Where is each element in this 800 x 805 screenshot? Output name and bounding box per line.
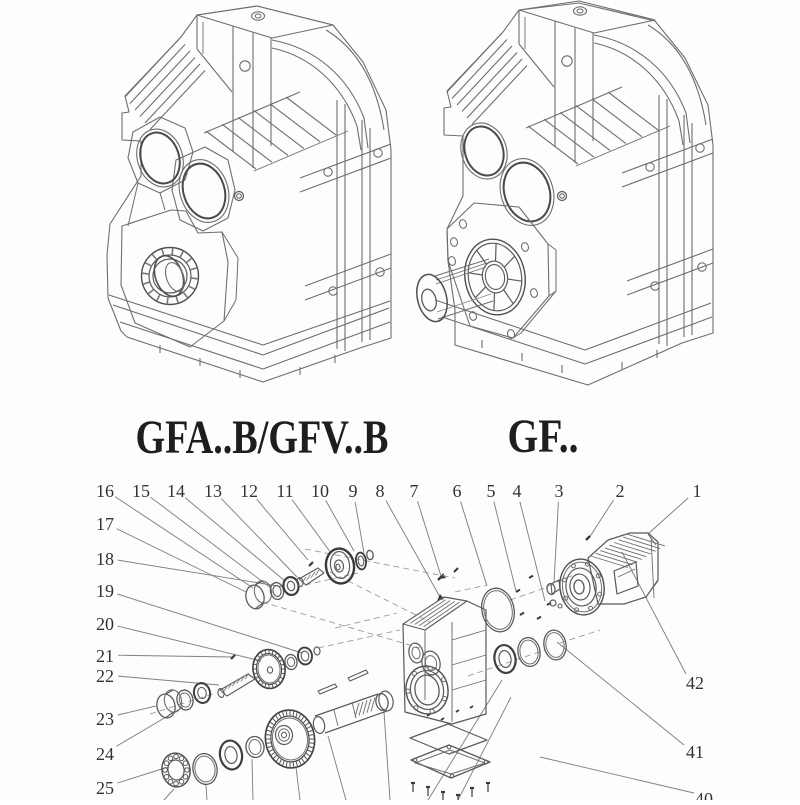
svg-text:GF..: GF.. <box>508 410 579 463</box>
svg-text:GFA..B/GFV..B: GFA..B/GFV..B <box>136 411 389 464</box>
svg-text:15: 15 <box>132 481 150 501</box>
svg-text:11: 11 <box>276 481 293 501</box>
svg-text:42: 42 <box>686 673 704 693</box>
svg-text:13: 13 <box>204 481 222 501</box>
svg-text:5: 5 <box>487 481 496 501</box>
svg-text:12: 12 <box>240 481 258 501</box>
svg-text:24: 24 <box>96 744 114 764</box>
svg-text:19: 19 <box>96 581 114 601</box>
svg-text:18: 18 <box>96 549 114 569</box>
svg-text:6: 6 <box>453 481 462 501</box>
svg-text:41: 41 <box>686 742 704 762</box>
svg-text:17: 17 <box>96 514 114 534</box>
svg-text:21: 21 <box>96 646 114 666</box>
svg-text:10: 10 <box>311 481 329 501</box>
svg-text:22: 22 <box>96 666 114 686</box>
svg-text:40: 40 <box>695 789 713 800</box>
svg-text:23: 23 <box>96 709 114 729</box>
svg-text:25: 25 <box>96 778 114 798</box>
svg-text:2: 2 <box>616 481 625 501</box>
svg-text:7: 7 <box>410 481 419 501</box>
svg-text:9: 9 <box>349 481 358 501</box>
svg-text:1: 1 <box>693 481 702 501</box>
svg-text:4: 4 <box>513 481 522 501</box>
svg-text:8: 8 <box>376 481 385 501</box>
svg-text:14: 14 <box>167 481 185 501</box>
svg-text:20: 20 <box>96 614 114 634</box>
svg-text:16: 16 <box>96 481 114 501</box>
svg-text:3: 3 <box>555 481 564 501</box>
